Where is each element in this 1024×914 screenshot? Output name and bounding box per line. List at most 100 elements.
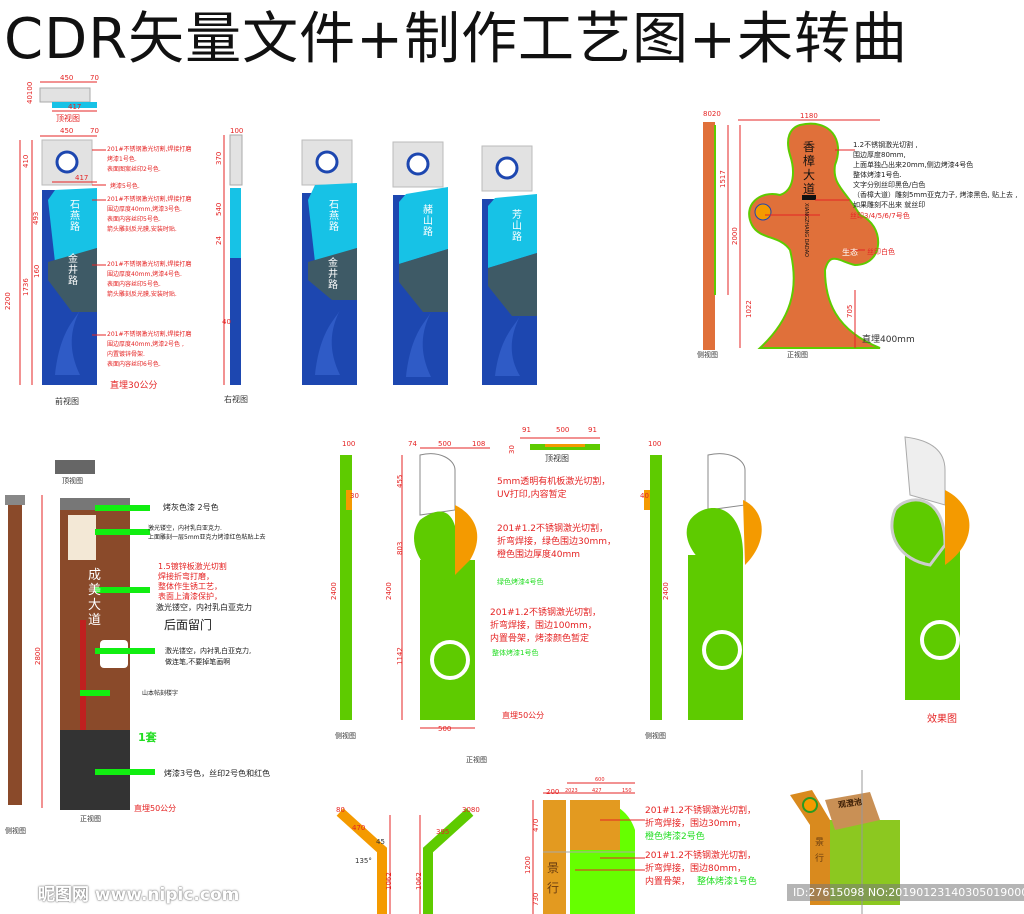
dim-70: 70 [90,127,99,135]
dim-395: 395 [436,828,450,836]
bottom-note-3: 201#1.2不锈钢激光切割， 折弯焊接，围边80mm， 内置骨架， [645,851,757,887]
dim-45: 45 [376,838,385,846]
dim-40: 40 [222,318,231,326]
dim-135: 135° [355,857,372,865]
green-bury: 直埋50公分 [502,711,545,720]
tree-sign [703,119,881,350]
dim-108: 108 [472,440,486,448]
dim-1180: 1180 [800,112,818,120]
brown-note-2: 激光镂空，内衬乳白亚克力. 上面雕刻一层5mm亚克力烤漆红色粘贴上去 [148,525,266,541]
note-3: 201#不锈钢激光切割,焊接打磨 围边厚度40mm,烤漆3号色. 表面内容丝印5… [107,196,192,233]
dim-200: 200 [546,788,560,796]
dim-705: 705 [846,304,854,318]
tree-sign-pinyin: XIANGZHANG DADAO [803,203,809,257]
dim-450: 450 [60,127,74,135]
note-1: 201#不锈钢激光切割,焊接打磨 烤漆1号色. 表面图案丝印2号色. [107,146,192,173]
top-view-label: 顶视图 [56,114,80,123]
green-note-3: 绿色烤漆4号色 [497,578,544,586]
sign1-top-view [39,81,97,112]
dim-417: 417 [75,174,89,182]
dim-100: 100 [648,440,662,448]
note-4: 201#不锈钢激光切割,焊接打磨 围边厚度40mm,烤漆4号色. 表面内容丝印5… [107,261,192,298]
dim-427: 427 [592,788,602,794]
tree-sign-notes: 1.2不锈钢激光切割 , 围边厚度80mm, 上面单独凸出来20mm,侧边烤漆4… [853,141,1018,209]
dim-2000: 2000 [731,227,739,245]
tree-sign-name: 香樟大道 [803,140,816,196]
dim-500: 500 [556,426,570,434]
effect-label: 效果图 [927,714,957,725]
dim-2200: 2200 [4,292,12,310]
green-sign-drawings [340,436,970,729]
dim-2400: 2400 [662,582,670,600]
kiosk-sign-text: 景行 [815,838,825,864]
front-view-label: 前视图 [55,397,79,406]
dim-160: 160 [33,264,41,278]
brown-front-label: 正视图 [80,815,101,823]
image-id: ID:27615098 NO:20190123140305019000 [787,884,1024,901]
dim-91: 91 [522,426,531,434]
dim-455: 455 [396,474,404,488]
brown-top-label: 顶视图 [62,477,83,485]
brown-note-set: 1套 [138,731,157,744]
sign1-front-view [19,135,106,385]
bottom-note-4: 整体烤漆1号色 [697,877,757,887]
brown-bury: 直埋50公分 [134,804,177,813]
dim-1142: 1142 [396,647,404,665]
tree-side-label: 侧视图 [697,351,718,359]
bury-label: 直埋30公分 [110,381,158,391]
dim-493: 493 [32,211,40,225]
dim-30: 30 [350,492,359,500]
brown-side-label: 侧视图 [5,827,26,835]
dim-2023: 2023 [565,788,578,794]
road-name-2: 金井路 [68,254,78,287]
dim-1736: 1736 [22,278,30,296]
dim-1517: 1517 [719,170,727,188]
right-view-label: 右视图 [224,395,248,404]
road-name-3: 赭山路 [423,205,433,238]
dim-80: 80 [336,806,345,814]
dim-1062: 1062 [385,872,393,890]
dim-470: 470 [352,824,366,832]
brown-sign-name: 成美大道 [88,568,102,628]
dim-100: 100 [230,127,244,135]
brown-note-back-door: 后面留门 [164,618,213,632]
dim-74: 74 [408,440,417,448]
dim-91: 91 [588,426,597,434]
brown-note-6: 山本帖刻楼字 [142,690,179,697]
bottom-note-1: 201#1.2不锈钢激光切割， 折弯焊接，围边30mm， [645,806,757,829]
dim-8020: 8020 [703,110,721,118]
dim-30: 30 [508,445,516,454]
dim-417: 417 [68,103,82,111]
green-front-label: 正视图 [466,756,487,764]
green-top-label: 顶视图 [545,454,569,463]
page-title: CDR矢量文件+制作工艺图+未转曲 [4,7,908,72]
brown-note-7: 烤漆3号色，丝印2号色和红色 [164,769,271,778]
sign1-right-view [223,134,243,385]
dim-500: 500 [438,725,452,733]
tree-sign-sub: 生态 [842,248,858,257]
dim-1200: 1200 [524,856,532,874]
tree-front-label: 正视图 [787,351,808,359]
green-note-4: 201#1.2不锈钢激光切割， 折弯焊接，围边100mm， 内置骨架，烤漆颜色暂… [490,608,602,644]
bottom-sign-text: 景行 [547,861,560,895]
note-2: 烤漆5号色. [110,183,140,190]
dim-540: 540 [215,202,223,216]
road-name-1: 石燕路 [329,200,339,233]
bottom-drawings [336,770,900,914]
watermark: 昵图网 www.nipic.com [38,885,240,905]
tree-sign-bury: 直埋400mm [862,335,915,345]
dim-2800: 2800 [34,647,42,665]
brown-note-1: 烤灰色漆 2号色 [163,503,219,512]
tree-sign-print-note: 丝印3/4/5/6/7号色 [850,212,910,220]
dim-24: 24 [215,236,223,245]
dim-500: 500 [438,440,452,448]
dim-40: 40 [640,492,649,500]
dim-1062: 1062 [415,872,423,890]
dim-150: 150 [622,788,632,794]
signposts-color-variants [301,139,537,385]
road-name-4: 芳山路 [512,210,522,243]
green-note-2: 201#1.2不锈钢激光切割， 折弯焊接，绿色围边30mm， 橙色围边厚度40m… [497,524,616,560]
dim-2400: 2400 [385,582,393,600]
road-name-2: 金井路 [328,258,338,291]
